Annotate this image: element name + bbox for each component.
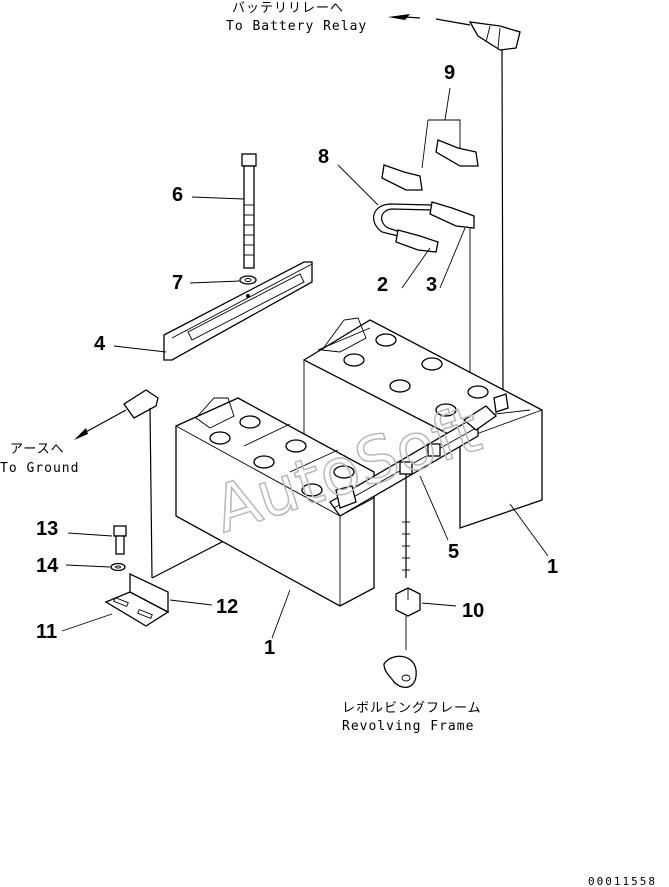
hold-down-bolt-6 [189, 153, 257, 285]
part-number-11: 11 [36, 621, 57, 643]
battery-relay-cable [388, 14, 521, 396]
part-number-2: 2 [377, 274, 388, 296]
document-id: 00011558 [588, 875, 657, 887]
part-number-12: 12 [216, 596, 238, 618]
connector-group-9 [381, 87, 479, 191]
frame-note-en: Revolving Frame [342, 719, 474, 734]
battery-relay-note-jp: バッテリリレーへ [232, 1, 344, 16]
ground-note-en: To Ground [0, 461, 79, 476]
part-number-1-rear: 1 [547, 556, 558, 578]
part-number-13: 13 [36, 518, 58, 540]
part-number-14: 14 [36, 555, 59, 577]
part-number-9: 9 [444, 62, 455, 84]
front-battery [175, 397, 375, 607]
leader-1b [509, 503, 549, 557]
part-number-10: 10 [462, 600, 484, 622]
revolving-frame-10 [383, 587, 457, 688]
ground-cable [74, 389, 281, 579]
part-number-4: 4 [94, 333, 106, 355]
jumper-cable-8 [337, 164, 475, 400]
ground-note-jp: アースへ [10, 442, 65, 457]
bolt-13 [65, 525, 127, 572]
part-number-6: 6 [172, 184, 183, 206]
part-number-3: 3 [426, 274, 437, 296]
frame-note-jp: レボルビングフレーム [342, 701, 482, 716]
rear-battery [302, 317, 543, 529]
part-number-1-front: 1 [264, 637, 275, 659]
bracket-5 [329, 405, 498, 578]
ground-bracket-11 [61, 572, 213, 632]
part-number-5: 5 [448, 541, 459, 563]
battery-relay-note-en: To Battery Relay [226, 19, 367, 34]
part-number-8: 8 [318, 146, 329, 168]
battery-bracket-4 [113, 261, 313, 361]
leader-1a [271, 589, 291, 639]
part-number-7: 7 [172, 272, 183, 294]
